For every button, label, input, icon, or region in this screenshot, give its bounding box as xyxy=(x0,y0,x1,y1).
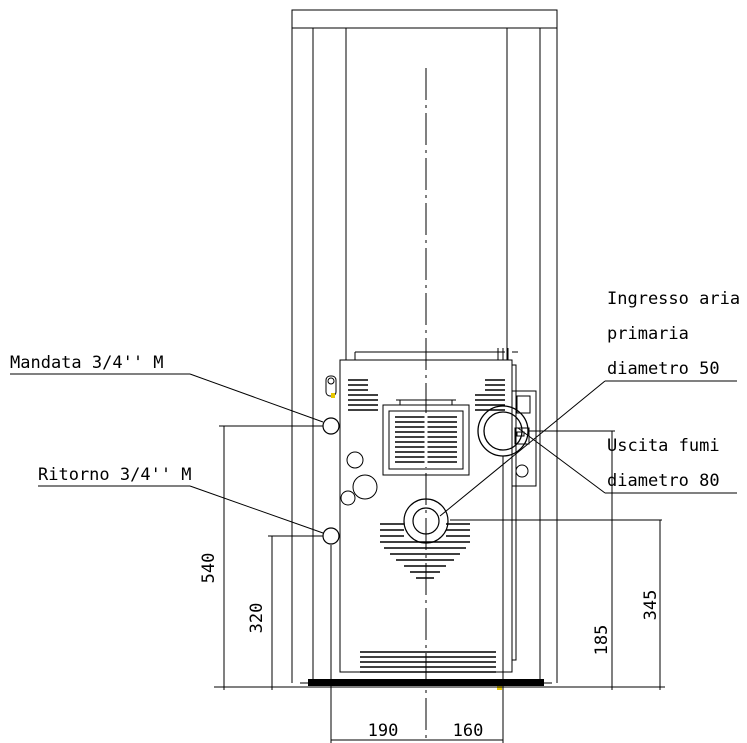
dimension-320: 320 xyxy=(247,603,267,634)
return-label: Ritorno 3/4'' M xyxy=(38,465,192,485)
supply-connector xyxy=(322,417,340,435)
top-left-fittings xyxy=(325,375,337,398)
grille-slots xyxy=(395,413,457,467)
dimension-lines xyxy=(214,425,665,743)
dimension-540: 540 xyxy=(199,553,219,584)
air-inlet-pipe xyxy=(403,498,449,544)
central-grille xyxy=(382,399,470,476)
air-inlet-label-3: diametro 50 xyxy=(607,359,720,379)
left-round-features xyxy=(340,451,378,506)
flue-label-2: diametro 80 xyxy=(607,471,720,491)
dimension-185: 185 xyxy=(592,625,612,656)
vent-slots xyxy=(348,379,505,673)
back-panel xyxy=(339,348,518,673)
leader-lines xyxy=(10,373,737,534)
base-plate xyxy=(300,679,552,690)
cabinet-outline xyxy=(291,9,558,683)
supply-label: Mandata 3/4'' M xyxy=(10,353,164,373)
dimension-345: 345 xyxy=(641,590,661,621)
dimension-160: 160 xyxy=(453,721,484,741)
flue-label-1: Uscita fumi xyxy=(607,436,720,456)
return-connector xyxy=(322,527,340,545)
dimension-190: 190 xyxy=(368,721,399,741)
air-inlet-label-1: Ingresso aria xyxy=(607,289,740,309)
air-inlet-label-2: primaria xyxy=(607,324,689,344)
